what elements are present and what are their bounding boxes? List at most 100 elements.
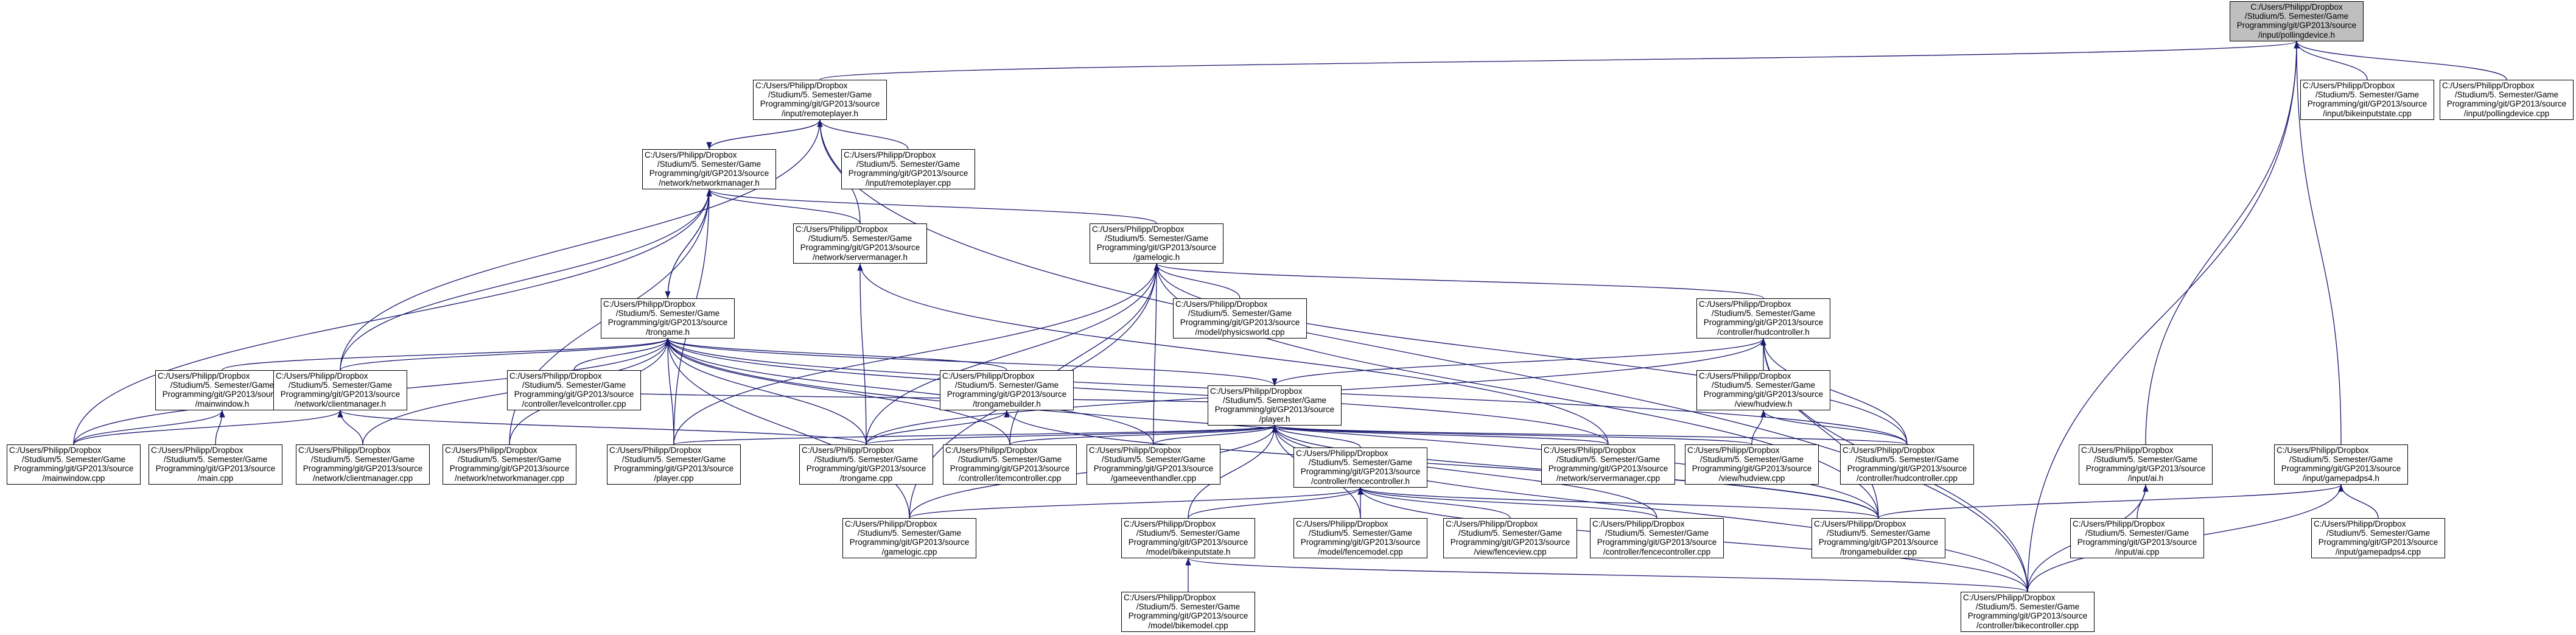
file-node-trongame-h[interactable]: C:/Users/Philipp/Dropbox/Studium/5. Seme… [601, 298, 735, 339]
file-node-player-h[interactable]: C:/Users/Philipp/Dropbox/Studium/5. Seme… [1208, 385, 1342, 426]
file-node-networkmanager-h[interactable]: C:/Users/Philipp/Dropbox/Studium/5. Seme… [642, 149, 776, 189]
include-edge [2027, 41, 2300, 592]
file-node-servermanager-cpp[interactable]: C:/Users/Philipp/Dropbox/Studium/5. Seme… [1541, 444, 1675, 485]
file-node-path-line: Programming/git/GP2013/source [1597, 538, 1717, 547]
file-node-networkmanager-cpp[interactable]: C:/Users/Philipp/Dropbox/Studium/5. Seme… [443, 444, 576, 485]
file-node-fencemodel-cpp[interactable]: C:/Users/Philipp/Dropbox/Studium/5. Seme… [1293, 518, 1427, 558]
file-node-servermanager-h[interactable]: C:/Users/Philipp/Dropbox/Studium/5. Seme… [793, 223, 927, 264]
include-edge [1357, 487, 1511, 519]
file-node-pollingdevice-h[interactable]: C:/Users/Philipp/Dropbox/Studium/5. Seme… [2230, 1, 2364, 41]
file-node-path-line: C:/Users/Philipp/Dropbox [1124, 593, 1216, 602]
file-node-hudcontroller-cpp[interactable]: C:/Users/Philipp/Dropbox/Studium/5. Seme… [1840, 444, 1974, 485]
file-node-levelcontroller-cpp[interactable]: C:/Users/Philipp/Dropbox/Studium/5. Seme… [507, 370, 641, 410]
file-node-path-line: /input/ai.h [2127, 473, 2164, 483]
include-edge [1760, 410, 1908, 445]
file-node-trongamebuilder-h[interactable]: C:/Users/Philipp/Dropbox/Studium/5. Seme… [940, 370, 1074, 410]
include-edge [1185, 558, 2028, 592]
file-node-path-line: /model/fencemodel.cpp [1318, 547, 1403, 556]
file-node-gameeventhandler-cpp[interactable]: C:/Users/Philipp/Dropbox/Studium/5. Seme… [1087, 444, 1220, 485]
include-edge [1357, 487, 1657, 519]
file-node-path-line: Programming/git/GP2013/source [800, 243, 920, 253]
file-node-remoteplayer-h[interactable]: C:/Users/Philipp/Dropbox/Studium/5. Seme… [753, 80, 887, 120]
file-node-path-line: /network/networkmanager.h [659, 178, 760, 188]
file-node-path-line: /network/clientmanager.h [294, 399, 387, 409]
file-node-mainwindow-cpp[interactable]: C:/Users/Philipp/Dropbox/Studium/5. Seme… [7, 444, 141, 485]
file-node-path-line: Programming/git/GP2013/source [649, 169, 769, 178]
file-node-bikecontroller-cpp[interactable]: C:/Users/Philipp/Dropbox/Studium/5. Seme… [1961, 592, 2095, 632]
file-node-gamepadps4-h[interactable]: C:/Users/Philipp/Dropbox/Studium/5. Seme… [2274, 444, 2408, 485]
file-node-path-line: /Studium/5. Semester/Game [1556, 455, 1661, 465]
file-node-path-line: C:/Users/Philipp/Dropbox [2314, 519, 2406, 528]
file-node-path-line: Programming/git/GP2013/source [13, 464, 134, 474]
file-node-main-cpp[interactable]: C:/Users/Philipp/Dropbox/Studium/5. Seme… [149, 444, 282, 485]
file-node-fencecontroller-cpp[interactable]: C:/Users/Philipp/Dropbox/Studium/5. Seme… [1590, 518, 1724, 558]
file-node-player-cpp[interactable]: C:/Users/Philipp/Dropbox/Studium/5. Seme… [607, 444, 741, 485]
include-edge [1272, 425, 1609, 445]
include-edge [1272, 425, 1752, 445]
file-node-path-line: /Studium/5. Semester/Game [522, 381, 626, 390]
file-node-pollingdevice-cpp[interactable]: C:/Users/Philipp/Dropbox/Studium/5. Seme… [2440, 80, 2574, 120]
include-edge [665, 338, 910, 519]
file-node-clientmanager-cpp[interactable]: C:/Users/Philipp/Dropbox/Studium/5. Seme… [296, 444, 430, 485]
file-node-hudcontroller-h[interactable]: C:/Users/Philipp/Dropbox/Studium/5. Seme… [1696, 298, 1830, 339]
file-node-path-line: /Studium/5. Semester/Game [1699, 455, 1804, 465]
include-edge [337, 410, 867, 445]
file-node-gamepadps4-cpp[interactable]: C:/Users/Philipp/Dropbox/Studium/5. Seme… [2311, 518, 2445, 558]
file-node-path-line: /mainwindow.cpp [42, 473, 105, 483]
file-node-path-line: /model/bikemodel.cpp [1148, 620, 1228, 630]
file-node-bikemodel-cpp[interactable]: C:/Users/Philipp/Dropbox/Studium/5. Seme… [1121, 592, 1255, 632]
include-edge [819, 41, 2299, 80]
file-node-path-line: /Studium/5. Semester/Game [1308, 458, 1413, 468]
file-node-path-line: /controller/levelcontroller.cpp [522, 399, 626, 409]
file-node-ai-h[interactable]: C:/Users/Philipp/Dropbox/Studium/5. Seme… [2079, 444, 2213, 485]
file-node-itemcontroller-cpp[interactable]: C:/Users/Philipp/Dropbox/Studium/5. Seme… [943, 444, 1077, 485]
include-edge [1009, 263, 1160, 445]
file-node-path-line: /gameeventhandler.cpp [1110, 473, 1197, 483]
file-node-path-line: Programming/git/GP2013/source [1703, 390, 1824, 399]
include-edge [1272, 425, 1361, 448]
file-node-trongame-cpp[interactable]: C:/Users/Philipp/Dropbox/Studium/5. Seme… [799, 444, 933, 485]
file-node-hudview-h[interactable]: C:/Users/Philipp/Dropbox/Studium/5. Seme… [1696, 370, 1830, 410]
include-edge [1878, 484, 2344, 519]
file-node-clientmanager-h[interactable]: C:/Users/Philipp/Dropbox/Studium/5. Seme… [273, 370, 407, 410]
file-node-path-line: /Studium/5. Semester/Game [170, 381, 275, 390]
file-node-path-line: /Studium/5. Semester/Game [2326, 528, 2431, 538]
file-node-path-line: /Studium/5. Semester/Game [1975, 602, 2080, 612]
file-node-ai-cpp[interactable]: C:/Users/Philipp/Dropbox/Studium/5. Seme… [2070, 518, 2204, 558]
include-edge [2294, 41, 2507, 80]
file-node-hudview-cpp[interactable]: C:/Users/Philipp/Dropbox/Studium/5. Seme… [1685, 444, 1819, 485]
file-node-path-line: Programming/git/GP2013/source [947, 390, 1067, 399]
file-node-physicsworld-cpp[interactable]: C:/Users/Philipp/Dropbox/Studium/5. Seme… [1173, 298, 1307, 339]
file-node-path-line: C:/Users/Philipp/Dropbox [2073, 519, 2165, 528]
include-edge [665, 338, 867, 445]
file-node-path-line: /Studium/5. Semester/Game [1826, 528, 1931, 538]
include-edge [817, 119, 909, 150]
file-node-path-line: /input/gamepadps4.cpp [2335, 547, 2421, 556]
file-node-path-line: C:/Users/Philipp/Dropbox [845, 519, 937, 528]
file-node-path-line: C:/Users/Philipp/Dropbox [1963, 593, 2056, 602]
include-edge [665, 338, 1879, 519]
include-edge [340, 119, 823, 371]
include-edge [1153, 263, 1241, 299]
file-node-path-line: /trongame.h [645, 327, 690, 337]
include-edge [665, 189, 710, 299]
file-node-mainwindow-h[interactable]: C:/Users/Philipp/Dropbox/Studium/5. Seme… [155, 370, 289, 410]
file-node-path-line: C:/Users/Philipp/Dropbox [603, 300, 696, 309]
include-edge [1272, 425, 1908, 445]
file-node-trongamebuilder-cpp[interactable]: C:/Users/Philipp/Dropbox/Studium/5. Seme… [1811, 518, 1945, 558]
file-node-fenceview-cpp[interactable]: C:/Users/Philipp/Dropbox/Studium/5. Seme… [1443, 518, 1577, 558]
file-node-bikeinputstate-h[interactable]: C:/Users/Philipp/Dropbox/Studium/5. Seme… [1121, 518, 1255, 558]
file-node-path-line: /network/clientmanager.cpp [312, 473, 413, 483]
file-node-fencecontroller-h[interactable]: C:/Users/Philipp/Dropbox/Studium/5. Seme… [1293, 447, 1427, 488]
include-edge [673, 425, 1277, 445]
include-edge [573, 338, 671, 371]
file-node-bikeinputstate-cpp[interactable]: C:/Users/Philipp/Dropbox/Studium/5. Seme… [2300, 80, 2434, 120]
file-node-gamelogic-cpp[interactable]: C:/Users/Philipp/Dropbox/Studium/5. Seme… [842, 518, 976, 558]
include-edge [1188, 425, 1278, 519]
include-edge [1153, 263, 1764, 299]
file-node-path-line: /network/servermanager.h [812, 252, 908, 262]
file-node-remoteplayer-cpp[interactable]: C:/Users/Philipp/Dropbox/Studium/5. Seme… [841, 149, 975, 189]
file-node-path-line: /Studium/5. Semester/Game [1711, 309, 1816, 318]
file-node-gamelogic-h[interactable]: C:/Users/Philipp/Dropbox/Studium/5. Seme… [1090, 223, 1223, 264]
file-node-path-line: /input/remoteplayer.cpp [865, 178, 951, 188]
